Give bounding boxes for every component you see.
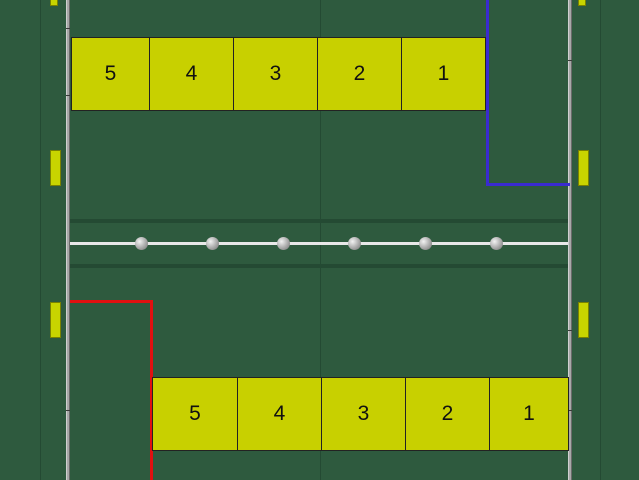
top-block-3[interactable]: 3 (233, 37, 318, 111)
rail-tick (66, 95, 70, 96)
right-rail (568, 0, 572, 480)
bead[interactable] (348, 237, 361, 250)
guide-line-left (40, 0, 41, 480)
top-block-1[interactable]: 1 (401, 37, 486, 111)
top-block-2[interactable]: 2 (317, 37, 402, 111)
bead[interactable] (419, 237, 432, 250)
top-path-vertical (486, 0, 489, 186)
bottom-block-row: 5 4 3 2 1 (152, 377, 569, 451)
bead[interactable] (277, 237, 290, 250)
bottom-block-1[interactable]: 1 (489, 377, 569, 451)
center-band-bottom (70, 264, 570, 268)
bead[interactable] (135, 237, 148, 250)
bottom-block-4[interactable]: 4 (237, 377, 322, 451)
right-marker-lower[interactable] (578, 302, 589, 338)
right-marker-top[interactable] (578, 0, 586, 6)
rail-tick (568, 410, 572, 411)
left-marker-upper[interactable] (50, 150, 61, 186)
guide-line-center (320, 0, 321, 480)
bottom-block-2[interactable]: 2 (405, 377, 490, 451)
bottom-block-5[interactable]: 5 (152, 377, 238, 451)
bead[interactable] (490, 237, 503, 250)
rail-tick (568, 330, 572, 331)
bead[interactable] (206, 237, 219, 250)
bottom-path-horizontal (70, 300, 153, 303)
rail-tick (66, 28, 70, 29)
bottom-block-3[interactable]: 3 (321, 377, 406, 451)
rail-tick (66, 410, 70, 411)
top-block-5[interactable]: 5 (71, 37, 150, 111)
bottom-path-vertical (150, 300, 153, 480)
rail-tick (568, 60, 572, 61)
top-path-horizontal (486, 183, 570, 186)
top-block-4[interactable]: 4 (149, 37, 234, 111)
guide-line-right (600, 0, 601, 480)
left-marker-top[interactable] (50, 0, 58, 6)
right-marker-upper[interactable] (578, 150, 589, 186)
center-band-top (70, 219, 570, 223)
center-wire (70, 242, 570, 245)
top-block-row: 5 4 3 2 1 (71, 37, 486, 111)
left-marker-lower[interactable] (50, 302, 61, 338)
left-rail (66, 0, 70, 480)
